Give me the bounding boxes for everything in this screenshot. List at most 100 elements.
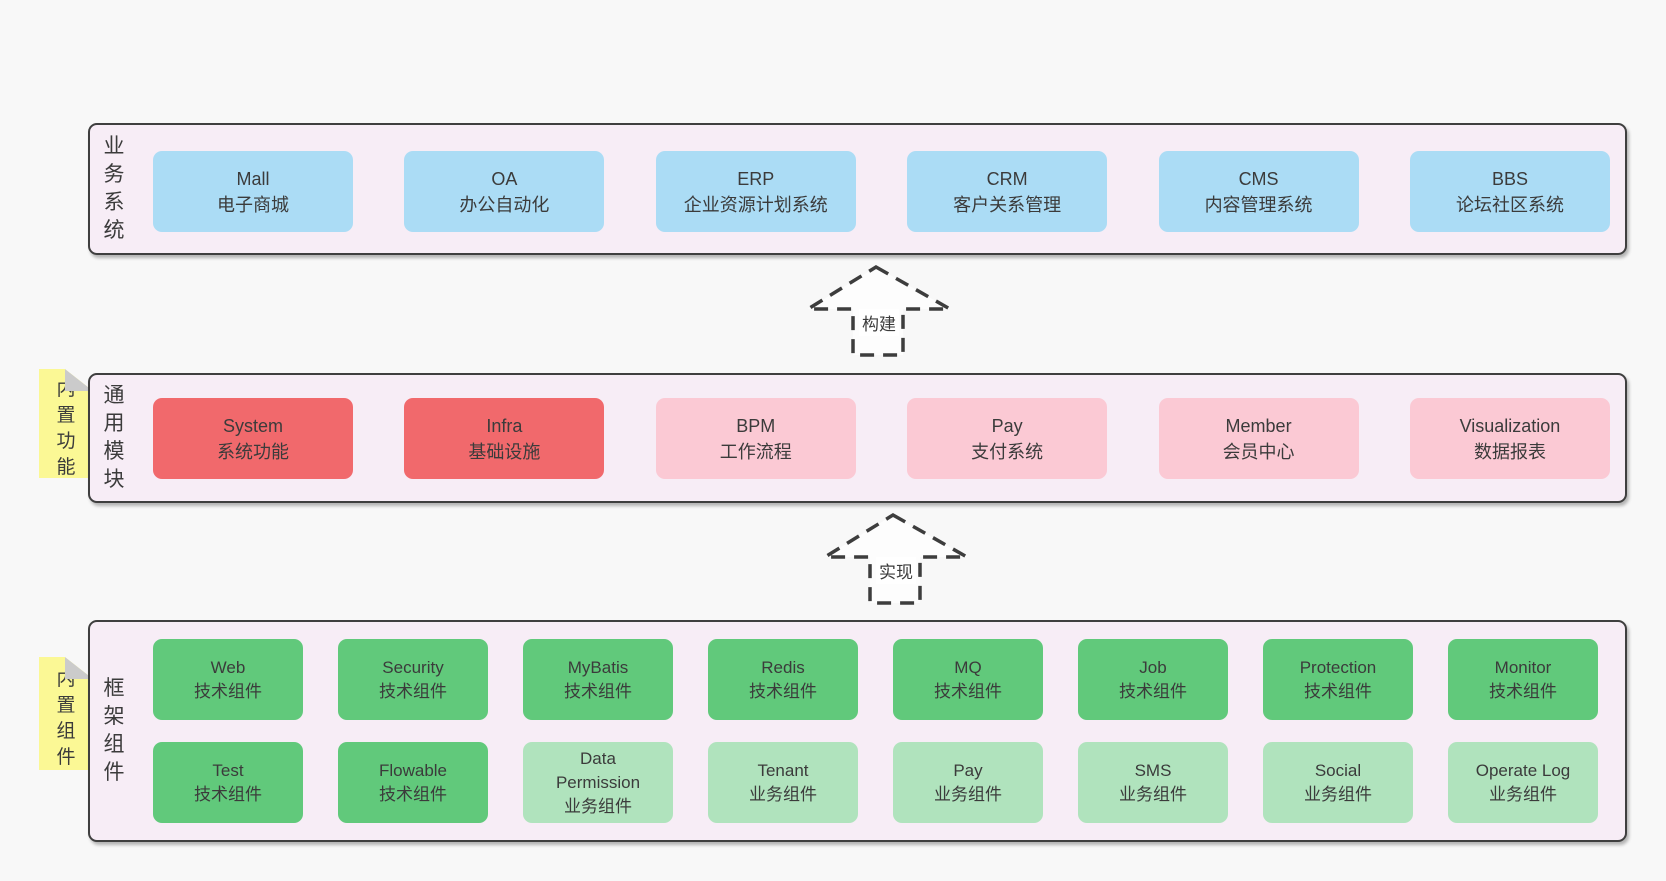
- node-name: Security: [382, 657, 444, 677]
- sticky-note-builtin-components: 内置组件: [39, 657, 93, 770]
- common-modules-layer: 通用模块 System 系统功能 Infra 基础设施 BPM 工作流程 Pay 支付系统 Me…: [88, 373, 1627, 503]
- node-name: OA: [491, 168, 518, 189]
- node-web: Web 技术组件: [153, 639, 303, 720]
- node-name: Web: [210, 657, 246, 677]
- node-desc: 技术组件: [1489, 681, 1557, 701]
- node-protection: Protection 技术组件: [1263, 639, 1413, 720]
- arrow-label: 实现: [876, 557, 916, 584]
- node-desc: 客户关系管理: [953, 194, 1062, 215]
- box-row: System 系统功能 Infra 基础设施 BPM 工作流程 Pay 支付系统 Member 会…: [153, 398, 1610, 479]
- node-name: Flowable: [378, 760, 448, 780]
- node-infra: Infra 基础设施: [404, 398, 605, 479]
- node-job: Job 技术组件: [1078, 639, 1228, 720]
- node-name: Operate Log: [1475, 760, 1571, 780]
- node-name: Redis: [761, 657, 805, 677]
- node-erp: ERP 企业资源计划系统: [655, 151, 856, 232]
- node-name: ERP: [737, 168, 775, 189]
- layer-title: 框架组件: [103, 677, 125, 784]
- node-monitor: Monitor 技术组件: [1448, 639, 1598, 720]
- node-sms: SMS 业务组件: [1078, 742, 1228, 823]
- sticky-note-builtin-features: 内置功能: [39, 369, 93, 478]
- node-pay: Pay 业务组件: [893, 742, 1043, 823]
- node-test: Test 技术组件: [153, 742, 303, 823]
- node-desc: 内容管理系统: [1204, 194, 1313, 215]
- box-row: Mall 电子商城 OA 办公自动化 ERP 企业资源计划系统 CRM 客户关系管理 CMS 内容…: [153, 151, 1610, 232]
- layer-title: 业务系统: [103, 135, 125, 242]
- node-name: CMS: [1238, 168, 1279, 189]
- node-name: Social: [1314, 760, 1362, 780]
- node-name: BBS: [1491, 168, 1528, 189]
- node-visualization: Visualization 数据报表: [1409, 398, 1610, 479]
- node-oa: OA 办公自动化: [404, 151, 605, 232]
- node-redis: Redis 技术组件: [708, 639, 858, 720]
- layer-title: 通用模块: [103, 384, 125, 491]
- node-crm: CRM 客户关系管理: [907, 151, 1108, 232]
- node-name: Test: [212, 760, 244, 780]
- node-name: Job: [1139, 657, 1167, 677]
- node-desc: 业务组件: [1489, 784, 1557, 804]
- node-desc: 技术组件: [564, 681, 632, 701]
- node-desc: 论坛社区系统: [1455, 194, 1564, 215]
- node-cms: CMS 内容管理系统: [1158, 151, 1359, 232]
- dashed-up-arrow-build: 构建: [806, 262, 952, 360]
- node-mybatis: MyBatis 技术组件: [523, 639, 673, 720]
- node-desc: 技术组件: [1304, 681, 1372, 701]
- node-name: System: [222, 415, 283, 436]
- node-name: SMS: [1134, 760, 1172, 780]
- node-name: Tenant: [757, 760, 809, 780]
- node-desc: 系统功能: [217, 441, 289, 462]
- node-desc: 业务组件: [934, 784, 1002, 804]
- node-mall: Mall 电子商城: [153, 151, 353, 232]
- node-name: MQ: [954, 657, 982, 677]
- node-bbs: BBS 论坛社区系统: [1409, 151, 1610, 232]
- node-flowable: Flowable 技术组件: [338, 742, 488, 823]
- node-name: Visualization: [1459, 415, 1561, 436]
- business-systems-layer: 业务系统 Mall 电子商城 OA 办公自动化 ERP 企业资源计划系统 CRM 客户关系管理…: [88, 123, 1627, 255]
- node-desc: 技术组件: [194, 681, 262, 701]
- node-security: Security 技术组件: [338, 639, 488, 720]
- node-desc: 业务组件: [1119, 784, 1187, 804]
- node-desc: 技术组件: [1119, 681, 1187, 701]
- node-system: System 系统功能: [153, 398, 353, 479]
- node-social: Social 业务组件: [1263, 742, 1413, 823]
- node-name: BPM: [736, 415, 776, 436]
- node-name: Infra: [486, 415, 523, 436]
- node-operate-log: Operate Log 业务组件: [1448, 742, 1598, 823]
- node-name: Mall: [236, 168, 270, 189]
- node-name: Pay: [991, 415, 1023, 436]
- node-name: CRM: [986, 168, 1028, 189]
- node-desc: 业务组件: [749, 784, 817, 804]
- node-name: Data Permission: [555, 748, 641, 792]
- node-desc: 技术组件: [749, 681, 817, 701]
- node-desc: 支付系统: [971, 441, 1044, 462]
- node-desc: 办公自动化: [459, 194, 550, 215]
- node-name: Monitor: [1494, 657, 1552, 677]
- node-desc: 工作流程: [719, 441, 792, 462]
- node-pay: Pay 支付系统: [907, 398, 1108, 479]
- node-desc: 企业资源计划系统: [683, 194, 828, 215]
- node-name: Protection: [1299, 657, 1377, 677]
- arrow-label: 构建: [859, 309, 899, 336]
- node-desc: 基础设施: [468, 441, 541, 462]
- node-desc: 会员中心: [1222, 441, 1295, 462]
- node-desc: 技术组件: [934, 681, 1002, 701]
- node-desc: 数据报表: [1473, 441, 1546, 462]
- node-mq: MQ 技术组件: [893, 639, 1043, 720]
- node-desc: 技术组件: [379, 784, 447, 804]
- node-desc: 技术组件: [194, 784, 262, 804]
- node-desc: 业务组件: [1304, 784, 1372, 804]
- node-data-permission: Data Permission 业务组件: [523, 742, 673, 823]
- dashed-up-arrow-implement: 实现: [823, 510, 969, 608]
- node-desc: 技术组件: [379, 681, 447, 701]
- node-name: MyBatis: [567, 657, 629, 677]
- node-name: Pay: [953, 760, 983, 780]
- node-desc: 电子商城: [217, 194, 289, 215]
- node-tenant: Tenant 业务组件: [708, 742, 858, 823]
- node-name: Member: [1225, 415, 1292, 436]
- sticky-note-text: 内置组件: [56, 668, 76, 768]
- node-desc: 业务组件: [564, 796, 632, 816]
